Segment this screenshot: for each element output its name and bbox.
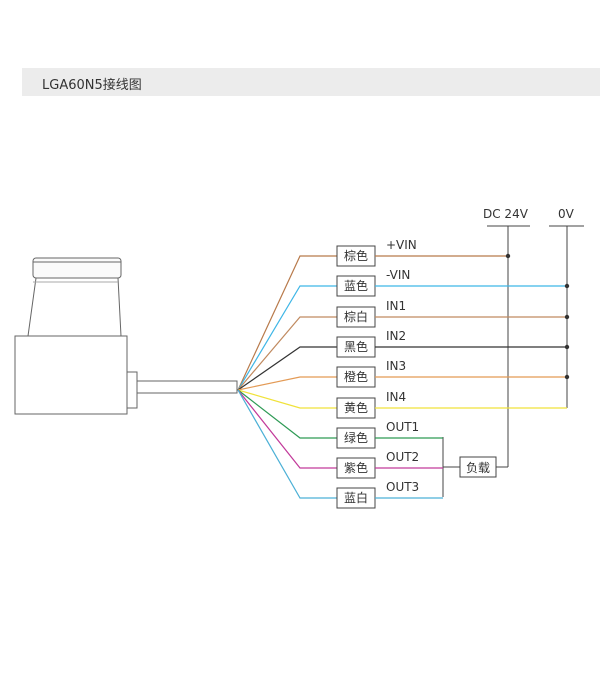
wire-in2: 黑色 IN2	[237, 329, 567, 391]
wire-in3: 橙色 IN3	[237, 359, 567, 391]
wire-vin-minus: 蓝色 -VIN	[237, 268, 567, 391]
sensor-cable	[136, 380, 238, 394]
sensor-device	[14, 257, 238, 415]
junction-dot-vin-plus	[505, 253, 511, 259]
wires-layer: 棕色+VIN蓝色-VIN棕白IN1黑色IN2橙色IN3黄色IN4绿色OUT1紫色…	[237, 238, 567, 509]
wire-out2-signal: OUT2	[386, 450, 419, 464]
load-box: 负载	[459, 456, 497, 478]
sensor-top-cap	[32, 257, 122, 279]
wire-vin-minus-signal: -VIN	[386, 268, 410, 282]
wire-out1-color-name: 绿色	[344, 430, 368, 445]
wire-out1: 绿色 OUT1	[237, 389, 443, 449]
sensor-body	[14, 335, 128, 415]
wire-in1-lead	[237, 316, 337, 391]
sensor-window	[27, 277, 122, 337]
wire-in3-signal: IN3	[386, 359, 406, 373]
page-title: LGA60N5接线图	[42, 78, 142, 93]
wire-in1-signal: IN1	[386, 299, 406, 313]
wire-in4: 黄色 IN4	[237, 389, 567, 419]
wire-in2-color-name: 黑色	[344, 340, 368, 354]
wire-out1-lead	[237, 389, 337, 439]
wire-in1-color-name: 棕白	[344, 309, 368, 324]
wire-in2-lead	[237, 346, 337, 391]
wire-out1-signal: OUT1	[386, 420, 419, 434]
gnd-label: 0V	[558, 207, 575, 221]
wire-in4-lead	[237, 389, 337, 409]
load-box-rect	[459, 456, 497, 478]
wire-out2-lead	[237, 389, 337, 469]
junction-dot-in2	[564, 344, 570, 350]
header-bar: LGA60N5接线图	[22, 68, 600, 96]
wire-out2-color-name: 紫色	[344, 461, 368, 475]
junction-dot-in1	[564, 314, 570, 320]
wire-out3-color-name: 蓝白	[344, 490, 368, 505]
dc-label: DC 24V	[483, 207, 529, 221]
wire-in3-color-name: 橙色	[344, 369, 368, 384]
wire-in1: 棕白 IN1	[237, 299, 567, 391]
wire-out3-signal: OUT3	[386, 480, 419, 494]
wire-vin-plus-lead	[237, 255, 337, 391]
wire-vin-plus-signal: +VIN	[386, 238, 417, 252]
wire-vin-plus: 棕色 +VIN	[237, 238, 508, 391]
wire-in3-lead	[237, 376, 337, 391]
load-label: 负载	[466, 461, 490, 475]
output-bus	[442, 437, 460, 497]
wire-in2-signal: IN2	[386, 329, 406, 343]
wire-vin-minus-color-name: 蓝色	[344, 279, 368, 293]
sensor-connector	[126, 371, 138, 409]
wire-out3: 蓝白 OUT3	[237, 389, 443, 509]
wire-vin-minus-lead	[237, 285, 337, 391]
wire-out2: 紫色 OUT2	[237, 389, 443, 479]
wire-out3-lead	[237, 389, 337, 499]
junction-dot-in3	[564, 374, 570, 380]
junction-dots	[505, 253, 570, 380]
wire-vin-plus-color-name: 棕色	[344, 248, 368, 263]
wire-in4-color-name: 黄色	[344, 401, 368, 415]
wire-in4-signal: IN4	[386, 390, 406, 404]
junction-dot-vin-minus	[564, 283, 570, 289]
